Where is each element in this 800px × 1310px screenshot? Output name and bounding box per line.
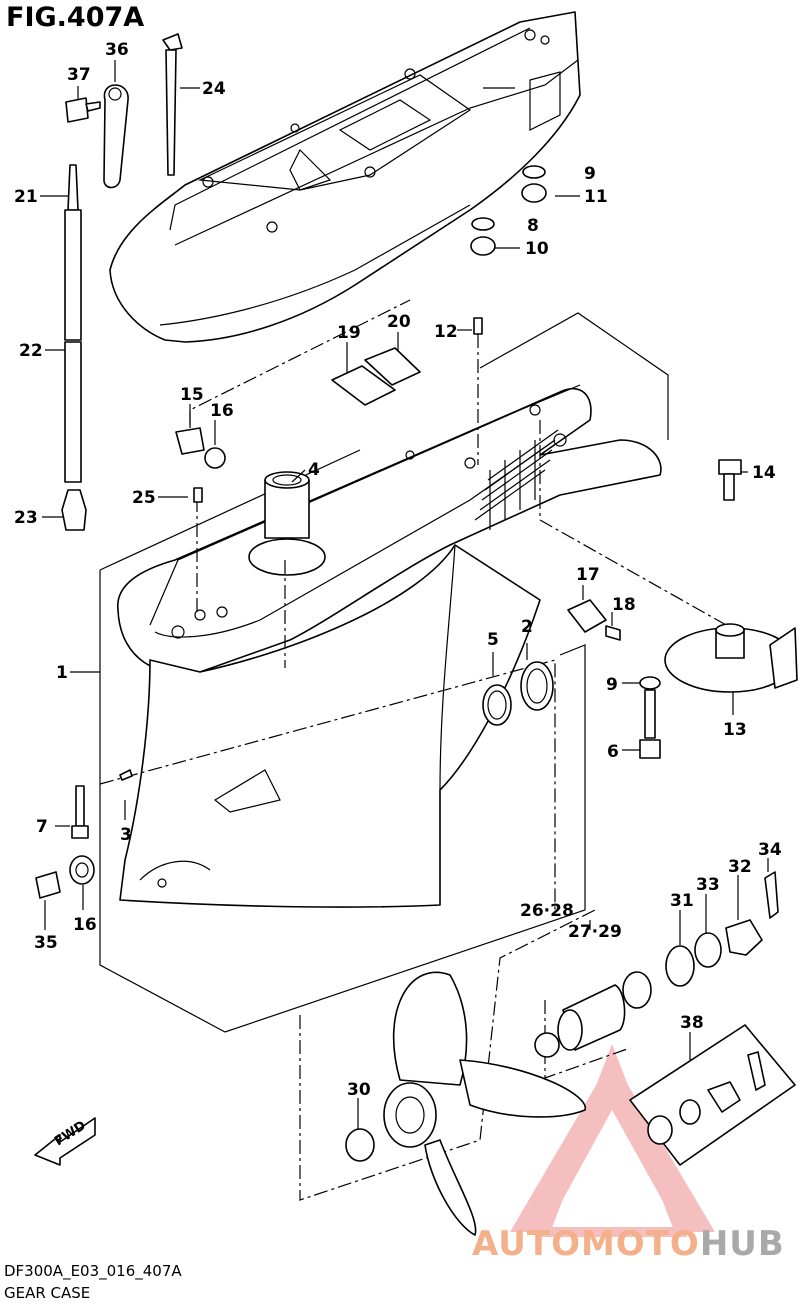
figure-name: GEAR CASE (4, 1284, 91, 1302)
watermark-part2: HUB (699, 1224, 785, 1264)
callout-9-top: 9 (584, 164, 596, 184)
callout-37: 37 (67, 65, 91, 85)
watermark-triangle (510, 1044, 715, 1237)
callout-7: 7 (36, 817, 48, 837)
figure-title: FIG.407A (6, 2, 145, 33)
callout-13: 13 (723, 720, 747, 740)
callout-21: 21 (14, 187, 38, 207)
part-38-kit-box (629, 1024, 796, 1166)
part-37-screw (65, 97, 101, 123)
callout-16-bottom: 16 (73, 915, 97, 935)
part-15-16-plug-washer (175, 427, 226, 469)
fwd-arrow: FWD (34, 1117, 96, 1166)
callout-20: 20 (387, 312, 411, 332)
callout-10: 10 (525, 239, 549, 259)
callout-2: 2 (521, 617, 533, 637)
propeller-hardware-31-34 (665, 871, 779, 987)
part-17-18-anode-block (567, 599, 621, 641)
callout-30: 30 (347, 1080, 371, 1100)
callout-11: 11 (584, 187, 608, 207)
callout-23: 23 (14, 508, 38, 528)
leader-lines (40, 60, 769, 1130)
part-27-29-spacer-bushing (534, 971, 652, 1058)
gear-case-housing (99, 312, 669, 1033)
callout-1: 1 (56, 663, 68, 683)
callout-27-29: 27·29 (568, 922, 622, 942)
part-2-5-seals (482, 661, 554, 726)
callout-25: 25 (132, 488, 156, 508)
watermark-text: AUTOMOTOHUB (472, 1224, 785, 1264)
water-intake-grille (474, 429, 559, 530)
callout-36: 36 (105, 40, 129, 60)
part-19-20-plates (331, 347, 421, 406)
callout-19: 19 (337, 323, 361, 343)
upper-cover (109, 11, 581, 343)
callout-labels: 1 2 3 4 5 6 7 8 9 9 10 11 12 13 14 15 16… (14, 40, 782, 1100)
callout-18: 18 (612, 595, 636, 615)
callout-6: 6 (607, 742, 619, 762)
callout-34: 34 (758, 840, 782, 860)
callout-17: 17 (576, 565, 600, 585)
callout-16-top: 16 (210, 401, 234, 421)
part-3-7-35-16-small (35, 769, 133, 899)
callout-38: 38 (680, 1013, 704, 1033)
part-12-25-pins (193, 317, 483, 503)
callout-4: 4 (308, 460, 320, 480)
callout-32: 32 (728, 857, 752, 877)
part-13-trim-tab-anode (664, 623, 798, 693)
callout-31: 31 (670, 891, 694, 911)
part-6-9-bolt-washer (639, 676, 661, 759)
callout-26-28: 26·28 (520, 901, 574, 921)
part-21-22-23-water-tube (61, 164, 87, 531)
figure-code: DF300A_E03_016_407A (4, 1262, 182, 1280)
nuts-washers-8-9-10-11 (470, 165, 547, 256)
callout-35: 35 (34, 933, 58, 953)
watermark-part1: AUTOMOTO (472, 1224, 700, 1264)
callout-22: 22 (19, 341, 43, 361)
part-14-bolt (718, 459, 742, 501)
propeller (345, 971, 586, 1236)
callout-24: 24 (202, 79, 226, 99)
callout-14: 14 (752, 463, 776, 483)
callout-33: 33 (696, 875, 720, 895)
part-36-clamp (103, 84, 129, 189)
callout-5: 5 (487, 630, 499, 650)
callout-15: 15 (180, 385, 204, 405)
part-24-cable-tie (162, 33, 183, 176)
callout-3: 3 (120, 825, 132, 845)
callout-12: 12 (434, 322, 458, 342)
callout-9-side: 9 (606, 675, 618, 695)
callout-8: 8 (527, 216, 539, 236)
